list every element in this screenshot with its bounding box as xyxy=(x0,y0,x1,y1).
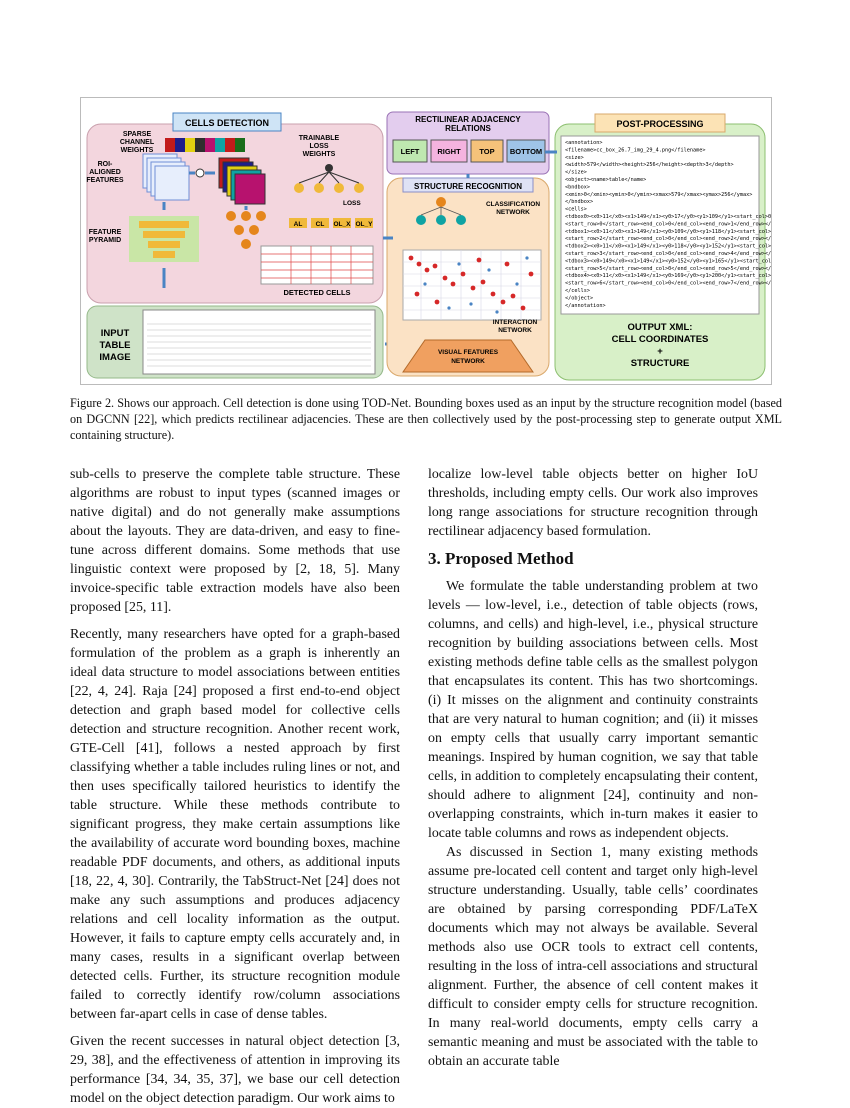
xml-line: </cells> xyxy=(565,288,590,294)
input-table-image xyxy=(142,309,376,375)
xml-line: <start_row>6</start_row><end_col>0</end_… xyxy=(565,281,771,287)
xml-line: <filename>cc_box_26.7_img_29_4.png</file… xyxy=(565,147,706,153)
input-label-2: TABLE xyxy=(100,340,131,351)
trainable-loss-3: WEIGHTS xyxy=(303,151,336,158)
weighted-feature-stack xyxy=(218,157,266,205)
classification-label-1: CLASSIFICATION xyxy=(486,201,540,208)
xml-line: </size> xyxy=(565,170,587,176)
classification-network xyxy=(416,197,466,225)
visual-features-label-2: NETWORK xyxy=(451,358,485,365)
classification-label-2: NETWORK xyxy=(496,209,530,216)
relation-boxes: LEFT RIGHT TOP BOTTOM xyxy=(392,139,546,163)
xml-line: <tdbox2><x0>11</x0><x1>149</x1><y0>118</… xyxy=(565,244,771,250)
interaction-graph xyxy=(402,249,542,321)
svg-text:CL: CL xyxy=(316,221,325,228)
visual-features-trapezoid xyxy=(402,339,534,373)
left-paragraph-2: Recently, many researchers have opted fo… xyxy=(70,627,400,1022)
xml-line: <start_row>5</start_row><end_col>0</end_… xyxy=(565,266,771,272)
input-label-1: INPUT xyxy=(101,328,130,339)
xml-line: <width>579</width><height>256</height><d… xyxy=(565,162,734,168)
loss-weight-nodes xyxy=(294,164,364,193)
left-column: sub-cells to preserve the complete table… xyxy=(70,465,400,1108)
xml-output-box xyxy=(560,135,760,315)
trainable-loss-1: TRAINABLE xyxy=(299,135,340,142)
left-paragraph-3: Given the recent successes in natural ob… xyxy=(70,1034,400,1106)
xml-line: <bndbox> xyxy=(565,184,590,190)
xml-line: <start_row>2</start_row><end_col>0</end_… xyxy=(565,236,771,242)
xml-line: <tdbox1><x0>11</x0><x1>149</x1><y0>109</… xyxy=(565,229,771,235)
structure-recognition-title: STRUCTURE RECOGNITION xyxy=(414,182,522,191)
roi-feature-stack xyxy=(142,153,190,201)
xml-line: <size> xyxy=(565,155,584,161)
roi-label-1: ROI- xyxy=(98,161,113,168)
roi-label-2: ALIGNED xyxy=(89,169,121,176)
architecture-diagram: CELLS DETECTION SPARSE CHANNEL WEIGHTS R… xyxy=(86,111,815,381)
cells-detection-title: CELLS DETECTION xyxy=(185,118,269,128)
interaction-label-1: INTERACTION xyxy=(493,319,538,326)
cells-detection-title-box xyxy=(172,112,282,132)
right-paragraph-1: We formulate the table understanding pro… xyxy=(428,579,758,841)
output-label-3: + xyxy=(657,346,663,357)
rect-adj-title-2: RELATIONS xyxy=(445,124,491,133)
roi-label-3: FEATURES xyxy=(86,177,124,184)
detection-mlp xyxy=(226,211,266,249)
xml-line: <cells> xyxy=(565,207,587,213)
right-column: localize low-level table objects better … xyxy=(428,465,758,1071)
rect-adj-title-1: RECTILINEAR ADJACENCY xyxy=(415,115,521,124)
output-label-4: STRUCTURE xyxy=(631,358,690,369)
xml-line: <tdbox3><x0>149</x0><x1>149</x1><y0>152<… xyxy=(565,258,771,264)
multiply-icon xyxy=(195,168,205,178)
right-paragraph-2: As discussed in Section 1, many existing… xyxy=(428,845,758,1069)
xml-lines: <annotation><filename>cc_box_26.7_img_29… xyxy=(565,140,815,309)
xml-line: <annotation> xyxy=(565,140,602,146)
svg-text:OL_Y: OL_Y xyxy=(356,221,374,228)
xml-line: </bndbox> xyxy=(565,199,593,205)
sparse-weights-label-1: SPARSE xyxy=(123,131,152,138)
output-label-1: OUTPUT XML: xyxy=(628,322,693,333)
loss-label: LOSS xyxy=(343,200,361,207)
right-paragraph-0: localize low-level table objects better … xyxy=(428,467,758,539)
svg-text:AL: AL xyxy=(294,221,303,228)
svg-text:OL_X: OL_X xyxy=(334,221,352,228)
post-processing-title: POST-PROCESSING xyxy=(616,119,703,129)
pyramid-label-2: PYRAMID xyxy=(89,237,121,244)
svg-text:RIGHT: RIGHT xyxy=(437,147,461,156)
detected-cells-table xyxy=(260,245,374,285)
feature-pyramid xyxy=(129,216,199,262)
xml-line: </annotation> xyxy=(565,303,606,309)
xml-line: <tdbox0><x0>11</x0><x1>149</x1><y0>17</y… xyxy=(565,214,771,220)
svg-text:LEFT: LEFT xyxy=(401,147,420,156)
figure-caption: Figure 2. Shows our approach. Cell detec… xyxy=(70,396,782,442)
xml-line: <object><name>table</name> xyxy=(565,177,646,183)
figure-2: CELLS DETECTION SPARSE CHANNEL WEIGHTS R… xyxy=(80,97,815,385)
trainable-loss-2: LOSS xyxy=(309,143,328,150)
left-paragraph-1: sub-cells to preserve the complete table… xyxy=(70,467,400,615)
svg-text:TOP: TOP xyxy=(479,147,494,156)
xml-line: <start_row>0</start_row><end_col>0</end_… xyxy=(565,221,771,227)
output-label-2: CELL COORDINATES xyxy=(612,334,709,345)
input-label-3: IMAGE xyxy=(99,352,130,363)
sparse-weights-label-3: WEIGHTS xyxy=(121,147,154,154)
detected-cells-label: DETECTED CELLS xyxy=(283,288,350,297)
loss-terms: AL CL OL_X OL_Y xyxy=(289,218,373,228)
channel-weights-strip xyxy=(165,138,245,152)
interaction-label-2: NETWORK xyxy=(498,327,532,334)
xml-line: <tdbox4><x0>11</x0><x1>149</x1><y0>169</… xyxy=(565,273,771,279)
visual-features-label-1: VISUAL FEATURES xyxy=(438,349,499,356)
section-heading: 3. Proposed Method xyxy=(428,549,574,568)
xml-line: <xmin>0</xmin><ymin>0</ymin><xmax>579</x… xyxy=(565,192,752,198)
xml-line: <start_row>3</start_row><end_col>0</end_… xyxy=(565,251,771,257)
svg-text:BOTTOM: BOTTOM xyxy=(510,147,542,156)
sparse-weights-label-2: CHANNEL xyxy=(120,139,155,146)
pyramid-label-1: FEATURE xyxy=(89,229,122,236)
xml-line: </object> xyxy=(565,295,593,301)
